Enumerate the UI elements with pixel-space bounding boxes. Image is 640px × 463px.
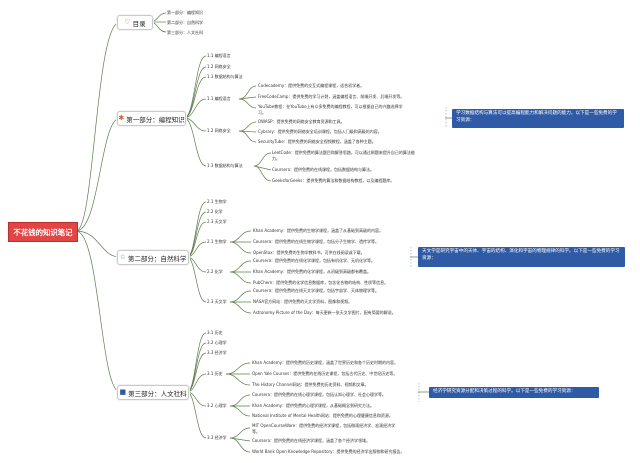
group-label[interactable]: 2.3 天文学 bbox=[207, 299, 227, 304]
resource-item[interactable]: Astronomy Picture of the Day：每天更新一张天文学图片… bbox=[253, 310, 396, 315]
resource-item[interactable]: National Institute of Mental Health网站：提供… bbox=[252, 413, 393, 418]
subtopic[interactable]: 3.3 经济学 bbox=[207, 350, 227, 355]
resource-item[interactable]: SecurityTube：提供免费的网络安全视频教程，涵盖了各种主题。 bbox=[258, 139, 376, 144]
resource-item[interactable]: GeeksforGeeks：提供免费的算法和数据结构教程，以及编程题库。 bbox=[272, 178, 395, 183]
resource-item[interactable]: Khan Academy：提供免费的化学课程，从初级到高级都有覆盖。 bbox=[253, 269, 371, 274]
asterisk-icon: ✱ bbox=[118, 114, 125, 122]
resource-item-cont: 力。 bbox=[272, 156, 280, 161]
resource-item[interactable]: Khan Academy：提供免费的生物学课程，涵盖了从基础到高级的内容。 bbox=[253, 228, 383, 233]
toc-node[interactable]: ♡ 目录 bbox=[117, 15, 153, 30]
resource-item[interactable]: Coursera：提供免费的在线心理学课程，包括认知心理学、社会心理学等。 bbox=[252, 392, 387, 397]
resource-item[interactable]: Coursera：提供免费的在线天文学课程，包括宇宙学、天体物理学等。 bbox=[253, 288, 380, 293]
part3-note[interactable]: 经济学研究资源分配和决策过程的科学。以下是一些免费的学习资源： bbox=[429, 387, 599, 398]
group-label[interactable]: 1.3 数据结构与算法 bbox=[207, 163, 243, 168]
resource-item[interactable]: Coursera：提供免费的在线经济学课程，涵盖了各个经济学领域。 bbox=[252, 438, 371, 443]
resource-item[interactable]: PubChem：提供免费的化学信息数据库，包含化合物的结构、性质等信息。 bbox=[253, 280, 389, 285]
resource-item[interactable]: LeetCode：提供免费的算法题目和解答思路，可以通过刷题来提升自己的算法能 bbox=[272, 150, 415, 155]
star-icon: ☆ bbox=[119, 253, 126, 261]
resource-item[interactable]: NASA官方网站：提供免费的天文学资料，图像和视频。 bbox=[253, 299, 353, 304]
part2-label: 第二部分：自然科学 bbox=[127, 254, 187, 263]
toc-item[interactable]: 第三部分：人文社科 bbox=[167, 30, 203, 35]
resource-item[interactable]: Coursera：提供免费的在线化学课程，包括有机化学、无机化学等。 bbox=[253, 258, 376, 263]
part2-note[interactable]: 天文学是研究宇宙中的天体、宇宙的结构、演化和宇宙的物理规律的科学。以下是一些免费… bbox=[418, 247, 625, 267]
resource-item[interactable]: The History Channel网站：提供免费的历史资料、视频和文章。 bbox=[252, 382, 369, 387]
resource-item[interactable]: OWASP：提供免费的网络安全教育资源和工具。 bbox=[258, 119, 345, 124]
part1-label: 第一部分：编程知识 bbox=[126, 115, 185, 124]
resource-item[interactable]: OpenStax：提供免费的生物学教科书，可供在线阅读或下载。 bbox=[253, 250, 365, 255]
part2-node[interactable]: ☆ 第二部分：自然科学 bbox=[117, 250, 189, 265]
subtopic[interactable]: 1.3 数据结构与算法 bbox=[207, 74, 243, 79]
resource-item[interactable]: YouTube教程：在YouTube上有众多免费的编程教程，可以根据自己的兴趣选… bbox=[258, 104, 403, 109]
group-label[interactable]: 3.3 经济学 bbox=[207, 435, 227, 440]
resource-item[interactable]: FreeCodeCamp：提供免费的学习计划，涵盖编程语言、前端开发、后端开发等… bbox=[258, 94, 405, 99]
part1-note[interactable]: 学习数据结构与算法可以提高编程能力和解决问题的能力。以下是一些免费的学习资源： bbox=[452, 109, 624, 128]
resource-item[interactable]: Cybrary：提供免费的网络安全培训课程，包括入门级和高级的内容。 bbox=[258, 129, 382, 134]
toc-item[interactable]: 第二部分：自然科学 bbox=[167, 20, 203, 25]
resource-item[interactable]: MIT OpenCourseWare：提供免费的经济学课程，包括微观经济学、宏观… bbox=[252, 423, 396, 428]
subtopic[interactable]: 1.2 网络安全 bbox=[207, 64, 231, 69]
resource-item[interactable]: Open Yale Courses：提供免费的在线历史课程，包括古代历史、中世纪… bbox=[252, 371, 398, 376]
toc-item[interactable]: 第一部分：编程知识 bbox=[167, 10, 203, 15]
part1-node[interactable]: ✱ 第一部分：编程知识 bbox=[117, 111, 186, 126]
group-label[interactable]: 1.2 网络安全 bbox=[207, 128, 231, 133]
resource-item[interactable]: Codecademy：提供免费的交互式编程课程，适合初学者。 bbox=[258, 83, 365, 88]
resource-item-cont: 等。 bbox=[252, 429, 260, 434]
resource-item[interactable]: Khan Academy：提供免费的历史课程，涵盖了世界历史和各个历史时期的内容… bbox=[252, 360, 398, 365]
part3-node[interactable]: ■ 第三部分：人文社科 bbox=[117, 385, 189, 400]
subtopic[interactable]: 3.1 历史 bbox=[207, 330, 223, 335]
resource-item[interactable]: Khan Academy：提供免费的心理学课程，从基础概念到研究方法。 bbox=[252, 403, 374, 408]
resource-item-cont: 习。 bbox=[258, 110, 266, 115]
group-label[interactable]: 3.1 历史 bbox=[207, 371, 223, 376]
resource-item[interactable]: Coursera：提供免费的在线课程，包括数据结构与算法。 bbox=[272, 167, 375, 172]
root-node[interactable]: 不花钱的知识笔记 bbox=[8, 222, 78, 242]
part3-label: 第三部分：人文社科 bbox=[128, 389, 187, 398]
resource-item[interactable]: World Bank Open Knowledge Repository：提供免… bbox=[252, 449, 405, 454]
subtopic[interactable]: 1.1 编程语言 bbox=[207, 53, 231, 58]
subtopic[interactable]: 2.3 天文学 bbox=[207, 219, 227, 224]
subtopic[interactable]: 2.2 化学 bbox=[207, 209, 223, 214]
group-label[interactable]: 3.2 心理学 bbox=[207, 403, 227, 408]
group-label[interactable]: 1.1 编程语言 bbox=[207, 96, 231, 101]
group-label[interactable]: 2.2 化学 bbox=[207, 269, 223, 274]
toc-label: 目录 bbox=[132, 19, 146, 28]
subtopic[interactable]: 3.2 心理学 bbox=[207, 340, 227, 345]
resource-item[interactable]: Coursera：提供免费的在线生物学课程，包括分子生物学、遗传学等。 bbox=[253, 239, 380, 244]
square-icon: ■ bbox=[119, 388, 127, 396]
group-label[interactable]: 2.1 生物学 bbox=[207, 239, 227, 244]
heart-icon: ♡ bbox=[124, 18, 131, 26]
subtopic[interactable]: 2.1 生物学 bbox=[207, 199, 227, 204]
